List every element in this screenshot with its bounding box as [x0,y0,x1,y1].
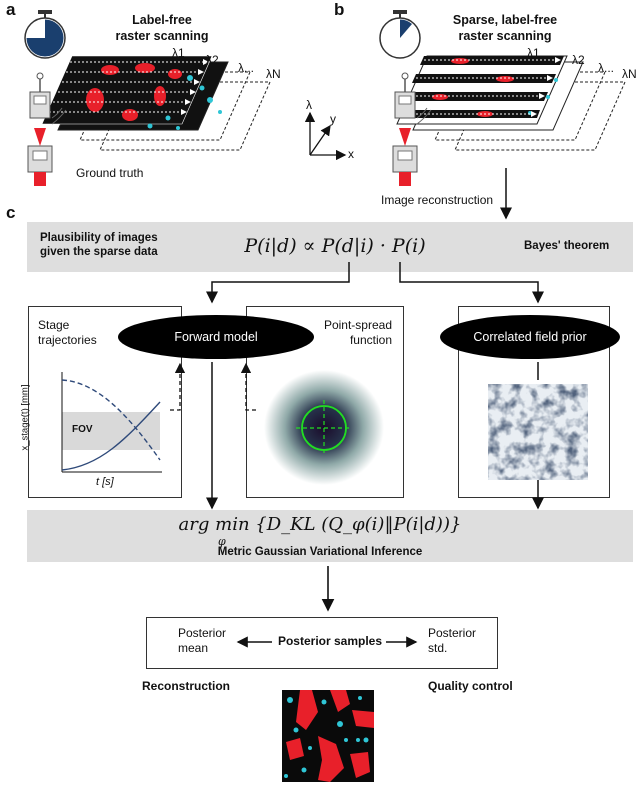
forward-model-node: Forward model [118,315,314,359]
panel-b-title-line1: Sparse, label-free [452,13,558,27]
stage-trajectories-label: Stage trajectories [38,318,97,348]
stage-line1: Stage [38,318,70,332]
panel-letter-c: c [6,203,16,222]
posterior-mean-line1: Posterior [178,626,227,640]
quality-control-label: Quality control [428,679,513,693]
bayes-band [27,222,633,272]
panel-a-title-line2: raster scanning [115,29,209,43]
panel-a-image-stack [41,55,271,151]
feedback-arrows [170,362,256,411]
bayes-arrows [206,262,544,304]
stopwatch-b-icon [379,10,421,59]
psf-line1: Point-spread [323,318,392,332]
panel-a-title-line1: Label-free [132,13,192,27]
correlated-prior-node: Correlated field prior [440,315,620,359]
stage-line2: trajectories [38,333,97,347]
down-arrows [206,362,544,510]
posterior-mean-line2: mean [178,641,209,655]
posterior-std-line2: std. [428,641,448,655]
microscope-a-icon [27,72,67,186]
panel-b-image-stack [396,55,626,151]
ground-truth-label: Ground truth [76,166,144,180]
argmin-formula: arg min {D_KL (Q_φ(i)‖P(i|d))} [178,514,462,535]
panel-b-lambda-1: λ1 [527,46,540,60]
axis-x-label: x [348,147,354,161]
panel-b-lambda-3: λ... [598,61,615,75]
psf-label: Point-spread function [322,318,392,348]
trajectory-solid [61,401,161,471]
plausibility-line2: given the sparse data [40,246,158,258]
microscope-b-icon [392,72,432,186]
psf-image [264,370,384,485]
posterior-samples-label: Posterior samples [277,634,383,648]
panel-a-lambda-2: λ2 [206,53,219,67]
panel-a-lambda-1: λ1 [172,46,185,60]
fov-label: FOV [72,424,93,435]
plausibility-line1: Plausibility of images [40,232,158,244]
axis-y-label: y [330,112,336,126]
mgvi-label: Metric Gaussian Variational Inference [217,546,423,558]
stage-plot [61,372,162,473]
panel-a-lambda-3: λ... [238,61,255,75]
panel-b-lambda-2: λ2 [572,53,585,67]
panel-letter-b: b [334,0,345,19]
axes-icon [304,111,347,161]
axis-lambda-label: λ [306,98,312,112]
panel-a-title: Label-free raster scanning [92,12,232,44]
plot-xlabel: t [s] [96,476,114,488]
stage-trajectory-box [28,306,182,498]
reconstruction-label: Reconstruction [142,679,231,693]
panel-letter-a: a [6,0,16,19]
panel-b-title-line2: raster scanning [458,29,552,43]
posterior-std-line1: Posterior [428,626,477,640]
posterior-mean-label: Posterior mean [178,626,226,656]
reconstruction-image [282,690,374,782]
posterior-box [146,617,498,669]
panel-b-title: Sparse, label-free raster scanning [430,12,580,44]
bayes-formula: P(i|d) ∝ P(d|i) · P(i) [244,235,426,257]
plausibility-label: Plausibility of images given the sparse … [40,231,158,259]
psf-line2: function [349,333,392,347]
panel-a-lambda-n: λN [266,67,281,81]
panel-b-lambda-n: λN [622,67,637,81]
argmin-subscript: φ [218,535,226,548]
bayes-theorem-label: Bayes' theorem [524,240,610,252]
posterior-std-label: Posterior std. [428,626,476,656]
trajectory-dashed [61,379,161,461]
image-reconstruction-label: Image reconstruction [381,193,494,207]
mgvi-band [27,510,633,562]
prior-texture [488,384,588,480]
stopwatch-a-icon [24,10,66,59]
